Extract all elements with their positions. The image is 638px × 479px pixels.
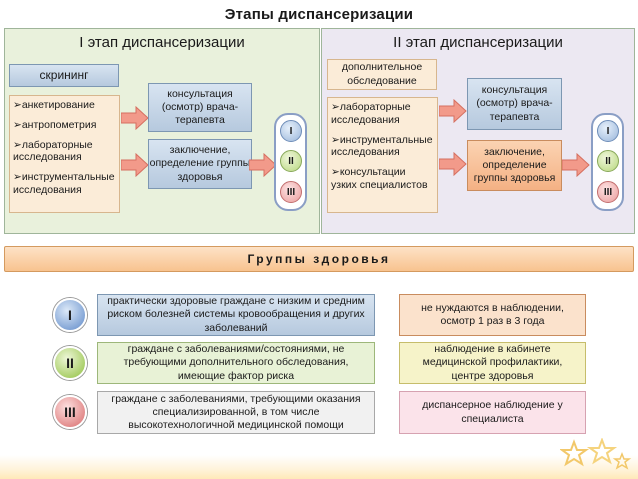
stage2-consult-box: консультация (осмотр) врача-терапевта	[467, 78, 562, 130]
health-group-2-description: граждане с заболеваниями/состояниями, не…	[97, 342, 375, 384]
group-1-badge: I	[280, 120, 302, 142]
right-arrow-icon	[439, 152, 467, 176]
health-group-2-action: наблюдение в кабинете медицинской профил…	[399, 342, 586, 384]
health-group-1-badge: I	[53, 298, 87, 332]
health-group-3-badge: III	[53, 395, 87, 429]
list-item: ➢анкетирование	[13, 99, 95, 111]
page-title: Этапы диспансеризации	[224, 6, 414, 23]
list-item: ➢лабораторные исследования	[13, 138, 93, 164]
health-group-3-description: граждане с заболеваниями, требующими ока…	[97, 391, 375, 434]
health-group-3-action: диспансерное наблюдение у специалиста	[399, 391, 586, 434]
health-group-1-description: практически здоровые граждане с низким и…	[97, 294, 375, 336]
footer-decoration	[0, 455, 638, 479]
list-item: ➢инструментальные исследования	[331, 133, 433, 159]
star-decoration-icon	[560, 438, 632, 470]
group-3-badge: III	[597, 181, 619, 203]
screening-box: скрининг	[9, 64, 119, 87]
group-3-badge: III	[280, 181, 302, 203]
group-2-badge: II	[597, 150, 619, 172]
stage1-consult-box: консультация (осмотр) врача-терапевта	[148, 83, 252, 132]
right-arrow-icon	[562, 153, 590, 177]
stage1-panel: I этап диспансеризации скрининг ➢анкетир…	[4, 28, 320, 234]
stage2-title: II этап диспансеризации	[393, 34, 563, 51]
stage1-groups-container: I II III	[274, 113, 307, 211]
stage1-conclusion-box: заключение, определение группы здоровья	[148, 139, 252, 189]
stage2-exam-list: ➢лабораторные исследования ➢инструментал…	[327, 97, 438, 213]
right-arrow-icon	[249, 153, 277, 177]
list-item: ➢лабораторные исследования	[331, 101, 411, 126]
stage2-panel: II этап диспансеризации дополнительное о…	[321, 28, 635, 234]
health-group-2-badge: II	[53, 346, 87, 380]
stage1-title: I этап диспансеризации	[79, 34, 245, 51]
list-item: ➢консультации узких специалистов	[331, 166, 428, 191]
list-item: ➢инструментальные исследования	[13, 171, 115, 196]
right-arrow-icon	[121, 106, 149, 130]
group-1-badge: I	[597, 120, 619, 142]
stage2-conclusion-box: заключение, определение группы здоровья	[467, 140, 562, 191]
health-groups-header: Группы здоровья	[4, 246, 634, 272]
health-group-1-action: не нуждаются в наблюдении, осмотр 1 раз …	[399, 294, 586, 336]
extra-exam-box: дополнительное обследование	[327, 59, 437, 90]
right-arrow-icon	[439, 99, 467, 123]
group-2-badge: II	[280, 150, 302, 172]
stage2-groups-container: I II III	[591, 113, 624, 211]
list-item: ➢антропометрия	[13, 118, 97, 131]
stage1-exam-list: ➢анкетирование ➢антропометрия ➢лаборатор…	[9, 95, 120, 213]
right-arrow-icon	[121, 153, 149, 177]
